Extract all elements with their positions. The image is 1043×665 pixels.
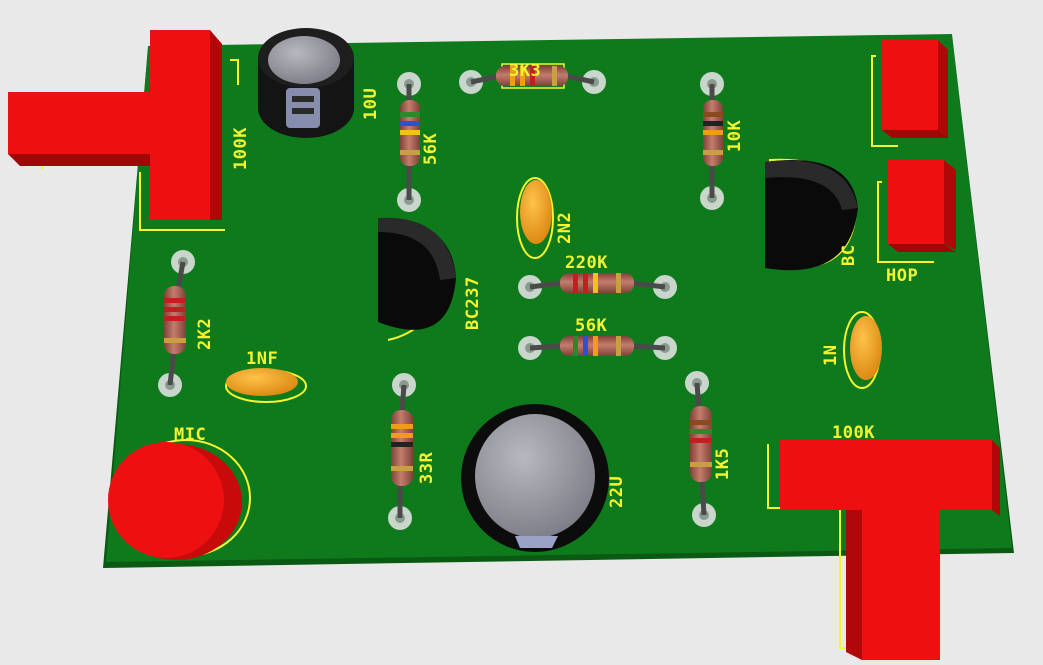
label-r-10k: 10K: [725, 120, 745, 152]
capacitor-1n: [843, 311, 882, 389]
capacitor-10u: [258, 28, 354, 138]
capacitor-2n2: [516, 177, 554, 259]
label-c-1n: 1N: [821, 345, 841, 366]
label-hop: HOP: [886, 266, 918, 286]
capacitor-1nf: [225, 368, 307, 403]
label-r-56k-left: 56K: [421, 133, 441, 165]
connector-bottom-right: [767, 440, 1000, 660]
label-c-22u: 22U: [607, 476, 627, 508]
resistor-220k: [529, 273, 666, 293]
transistor-right: [765, 158, 858, 271]
label-r-2k2: 2K2: [195, 318, 215, 350]
label-r-220k: 220K: [565, 253, 608, 273]
label-r-56k-mid: 56K: [575, 316, 607, 336]
resistor-56k-left: [400, 84, 420, 200]
label-q-bc237: BC237: [463, 276, 483, 330]
label-q-right: BC: [839, 245, 859, 266]
label-r-100k-top: 100K: [231, 127, 251, 170]
connector-top-left: [8, 30, 239, 231]
resistor-10k: [703, 84, 723, 198]
label-c-10u: 10U: [361, 88, 381, 120]
label-r-3k3: 3K3: [509, 61, 541, 81]
label-c-2n2: 2N2: [555, 212, 575, 244]
label-r-1k5: 1K5: [713, 448, 733, 480]
label-r-100k-bottom: 100K: [832, 423, 875, 443]
capacitor-22u: [461, 404, 609, 552]
label-mic: MIC: [174, 425, 206, 445]
label-c-1nf: 1NF: [246, 349, 278, 369]
label-r-33r: 33R: [417, 452, 437, 484]
microphone: [108, 439, 251, 560]
resistor-33r: [391, 384, 413, 518]
resistor-1k5: [690, 382, 712, 516]
resistor-2k2: [164, 261, 186, 386]
transistor-bc237: [378, 217, 456, 341]
resistor-3k3: [470, 63, 595, 89]
connector-top-right: [871, 40, 956, 263]
resistor-56k-mid: [529, 336, 666, 356]
